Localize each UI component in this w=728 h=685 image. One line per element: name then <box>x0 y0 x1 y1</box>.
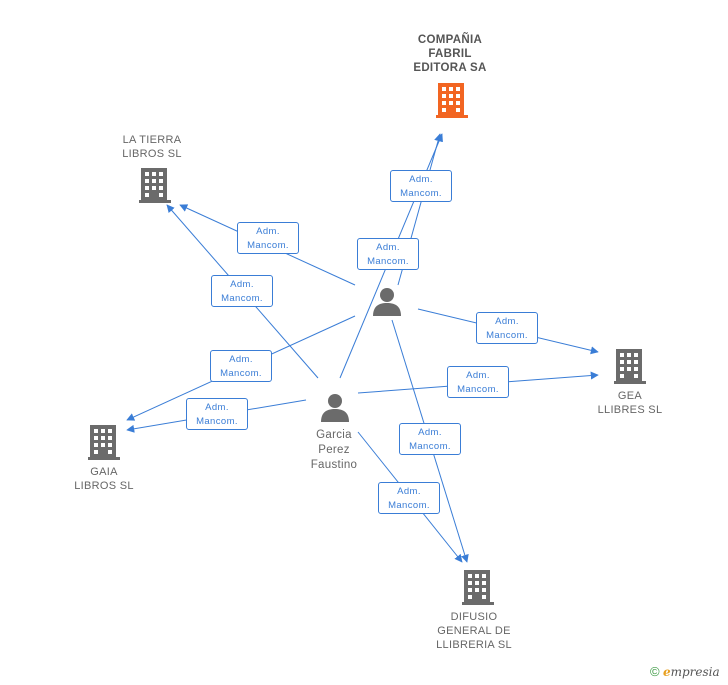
brand-logo: empresia <box>662 665 720 679</box>
building-icon-la-tierra[interactable] <box>139 168 171 203</box>
edge-label-garcia-gea[interactable]: Adm.Mancom. <box>447 366 509 398</box>
edge-label-garcia-difusio[interactable]: Adm.Mancom. <box>378 482 440 514</box>
building-icon-compania-main[interactable] <box>436 83 468 118</box>
building-icon-gea[interactable] <box>614 349 646 384</box>
copyright-mark: © empresia <box>650 664 720 679</box>
copyright-symbol: © <box>650 664 660 679</box>
edge-label-garcia-compania[interactable]: Adm.Mancom. <box>357 238 419 270</box>
node-label-la-tierra[interactable]: LA TIERRA LIBROS SL <box>122 134 182 160</box>
person-icon-garcia[interactable] <box>320 392 350 422</box>
edge-label-person-compania[interactable]: Adm.Mancom. <box>390 170 452 202</box>
edge-label-person-la-tierra[interactable]: Adm.Mancom. <box>237 222 299 254</box>
edge-label-person-difusio[interactable]: Adm.Mancom. <box>399 423 461 455</box>
node-label-gea[interactable]: GEA LLIBRES SL <box>597 390 663 416</box>
edge-label-person-gaia[interactable]: Adm.Mancom. <box>210 350 272 382</box>
person-icon-anonymous[interactable] <box>372 286 402 316</box>
node-label-gaia[interactable]: GAIA LIBROS SL <box>74 466 134 492</box>
node-label-garcia[interactable]: Garcia Perez Faustino <box>310 429 358 471</box>
edge-label-person-gea[interactable]: Adm.Mancom. <box>476 312 538 344</box>
node-label-difusio[interactable]: DIFUSIO GENERAL DE LLIBRERIA SL <box>436 611 512 651</box>
node-label-compania[interactable]: COMPAÑIA FABRIL EDITORA SA <box>413 34 487 74</box>
edge-label-garcia-la-tierra[interactable]: Adm.Mancom. <box>211 275 273 307</box>
building-icon-gaia[interactable] <box>88 425 120 460</box>
building-icon-difusio[interactable] <box>462 570 494 605</box>
edge-label-garcia-gaia[interactable]: Adm.Mancom. <box>186 398 248 430</box>
